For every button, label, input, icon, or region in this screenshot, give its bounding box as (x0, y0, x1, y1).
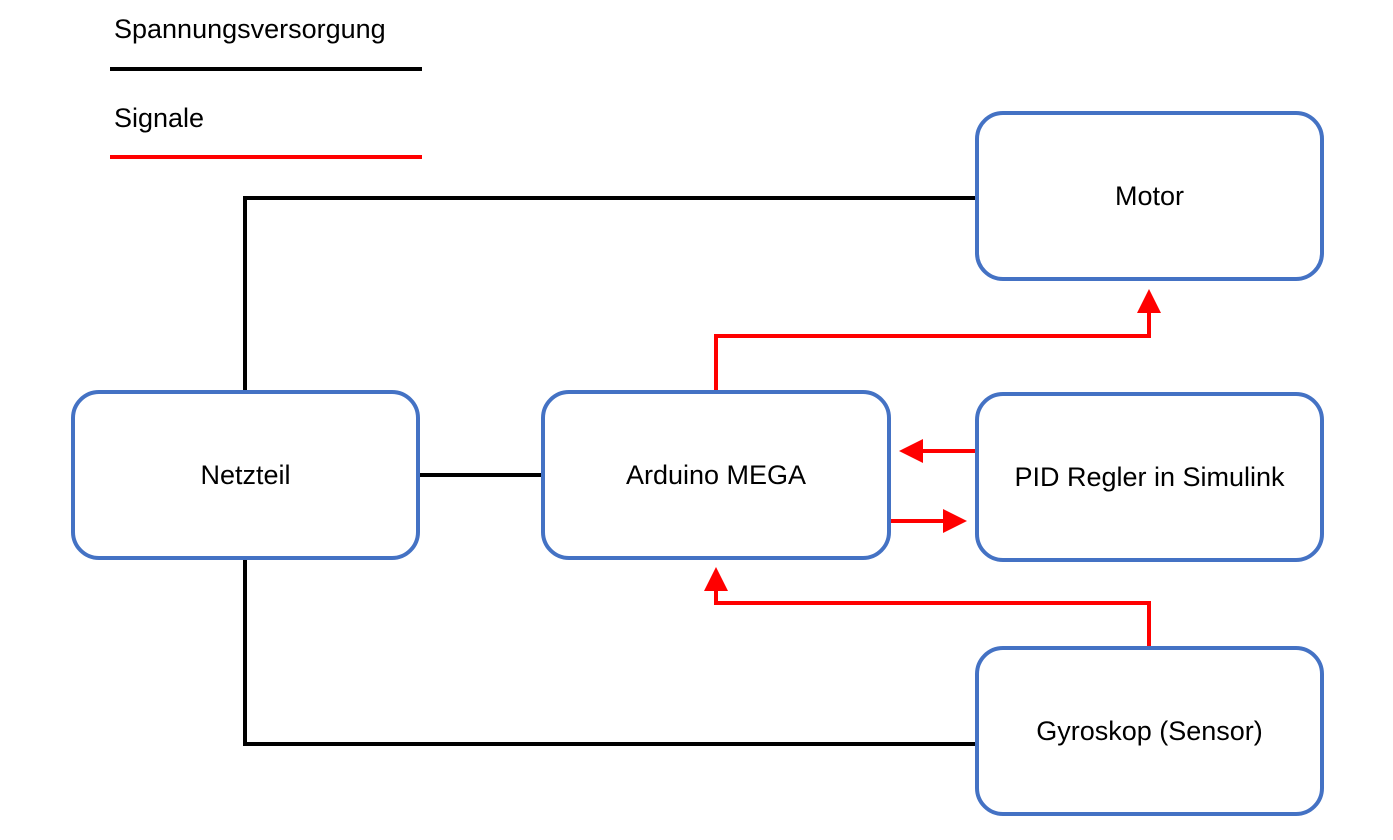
block-netzteil: Netzteil (71, 390, 420, 560)
block-pid: PID Regler in Simulink (975, 392, 1324, 562)
legend-signal-label: Signale (114, 103, 205, 133)
block-motor: Motor (975, 111, 1324, 281)
legend-signal-line (110, 155, 422, 159)
block-gyro-label: Gyroskop (Sensor) (1036, 715, 1263, 746)
signal-arrow-gyro-arduino (704, 567, 1151, 648)
power-line-netzteil-motor (243, 196, 976, 392)
legend-power-label: Spannungsversorgung (114, 14, 386, 44)
signal-arrow-arduino-motor (714, 289, 1161, 392)
block-motor-label: Motor (1114, 180, 1185, 211)
block-arduino: Arduino MEGA (541, 390, 891, 560)
block-netzteil-label: Netzteil (200, 459, 291, 490)
legend-power-line (110, 67, 422, 71)
power-line-netzteil-gyro (243, 558, 976, 746)
block-pid-label: PID Regler in Simulink (1014, 461, 1285, 492)
block-gyro: Gyroskop (Sensor) (975, 646, 1324, 816)
block-arduino-label: Arduino MEGA (625, 459, 807, 490)
